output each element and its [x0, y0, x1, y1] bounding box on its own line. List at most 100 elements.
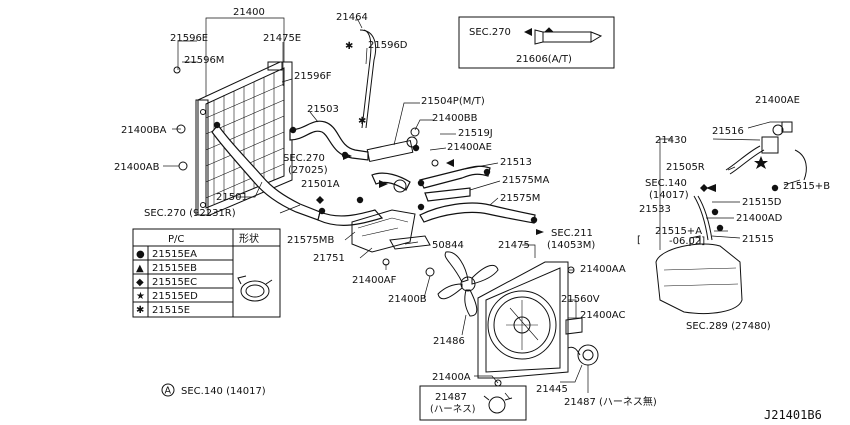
harness-box	[419, 385, 527, 421]
label-21445: 21445	[536, 384, 568, 395]
label-21515B: 21515+B	[783, 181, 830, 192]
table-row-symbol: ◆	[136, 277, 144, 288]
label-21515: 21515	[742, 234, 774, 245]
circle-a-letter: A	[165, 386, 172, 397]
hose-21575MA-lower	[424, 187, 471, 202]
hose-21575MB	[317, 209, 384, 226]
label-21515D: 21515D	[742, 197, 782, 208]
label-21400AA: 21400AA	[580, 264, 626, 275]
svg-text:✱: ✱	[345, 41, 353, 52]
water-outlet-21504P	[366, 136, 418, 163]
label-21400AE-mid: 21400AE	[447, 142, 492, 153]
table-row-symbol: ★	[136, 291, 145, 302]
table-header-pc: P/C	[168, 234, 184, 245]
fan-shroud-21475	[477, 261, 569, 379]
label-21516: 21516	[712, 126, 744, 137]
label-sec270-92231R: SEC.270 (92231R)	[144, 208, 236, 219]
inset-box-sec270	[458, 16, 615, 69]
label-sec289: SEC.289 (27480)	[686, 321, 771, 332]
label-sec140-note: SEC.140 (14017)	[181, 386, 266, 397]
label-21575MB: 21575MB	[287, 235, 334, 246]
reservoir-tank-21430	[655, 235, 743, 314]
label-21501: 21501	[216, 192, 248, 203]
label-21400AE-right: 21400AE	[755, 95, 800, 106]
label-21519J: 21519J	[458, 128, 493, 139]
label-21464: 21464	[336, 12, 368, 23]
label-21596M: 21596M	[184, 55, 224, 66]
direction-arrows	[343, 152, 716, 235]
cap-21430	[761, 121, 793, 154]
table-row-symbol: ✱	[136, 305, 144, 316]
label-sec211-b: (14053M)	[547, 240, 595, 251]
label-50844: 50844	[432, 240, 464, 251]
leader-lines	[163, 17, 801, 400]
fan-motor-21487	[567, 344, 599, 366]
pipe-21513	[419, 165, 491, 189]
label-21575MA: 21575MA	[502, 175, 549, 186]
label-21400AC: 21400AC	[580, 310, 625, 321]
table-header-shape: 形状	[239, 232, 259, 245]
label-21400AD: 21400AD	[736, 213, 783, 224]
label-21751: 21751	[313, 253, 345, 264]
bracket-21751	[351, 209, 416, 253]
label-sec270-inset: SEC.270	[469, 27, 511, 38]
label-21504P: 21504P(M/T)	[421, 96, 485, 107]
label-21515A: 21515+A	[655, 226, 702, 237]
label-21400: 21400	[233, 7, 265, 18]
label-sec140-right-b: (14017)	[649, 190, 689, 201]
circle-a-marker-diagram	[393, 179, 407, 193]
label-21487-harness-sub: (ハーネス)	[430, 404, 475, 415]
label-21505R: 21505R	[666, 162, 705, 173]
label-21596F: 21596F	[294, 71, 332, 82]
label-21400AF: 21400AF	[352, 275, 397, 286]
gasket-50844	[389, 235, 431, 250]
diagram-code: J21401B6	[764, 408, 822, 422]
hose-21575M	[419, 202, 536, 224]
harness-connector-icon	[483, 395, 513, 414]
asterisk-markers: ✱ ✱	[345, 41, 366, 127]
table-row-symbol: ▲	[136, 263, 144, 274]
legend-table-text: P/C 形状 ● 21515EA ▲ 21515EB ◆ 21515EC ★ 2…	[136, 232, 259, 316]
label-21400BB: 21400BB	[432, 113, 478, 124]
label-21560V: 21560V	[561, 294, 600, 305]
arrow-sec270	[524, 28, 532, 36]
label-21503: 21503	[307, 104, 339, 115]
table-row-code: 21515ED	[152, 291, 198, 302]
hose-21505R	[725, 145, 761, 171]
label-21475: 21475	[498, 240, 530, 251]
label-21400A: 21400A	[432, 372, 471, 383]
label-21596E: 21596E	[170, 33, 208, 44]
label-sec140-right-a: SEC.140	[645, 178, 687, 189]
legend-table	[132, 228, 281, 318]
label-21515A-date: -06.02]	[669, 236, 705, 247]
label-21501A: 21501A	[301, 179, 340, 190]
label-sec270-27025-b: (27025)	[288, 165, 328, 176]
label-21606: 21606(A/T)	[516, 54, 572, 65]
label-21487-no-harness: 21487 (ハーネス無)	[564, 395, 657, 408]
bracket-21560V	[565, 317, 583, 335]
circle-a-note: A	[161, 383, 175, 397]
label-21513: 21513	[500, 157, 532, 168]
clamp-shape-icon	[237, 275, 273, 302]
overflow-hose-21515	[693, 195, 709, 241]
labels: 21400 21464 21596E 21596M 21475E 21596D …	[114, 7, 830, 422]
table-row-code: 21515EA	[152, 249, 197, 260]
clamp-markers	[213, 27, 779, 232]
label-21400BA: 21400BA	[121, 125, 167, 136]
table-row-code: 21515EB	[152, 263, 197, 274]
label-21487-harness: 21487	[435, 392, 467, 403]
table-row-code: 21515EC	[152, 277, 197, 288]
table-row-symbol: ●	[136, 249, 145, 260]
label-21400AB: 21400AB	[114, 162, 160, 173]
label-21533: 21533	[639, 204, 671, 215]
label-21575M: 21575M	[500, 193, 540, 204]
fan-blade-21486	[437, 251, 499, 317]
label-21430: 21430	[655, 135, 687, 146]
svg-text:✱: ✱	[358, 116, 366, 127]
hose-21515B	[794, 149, 807, 181]
label-21400B: 21400B	[388, 294, 427, 305]
label-sec270-27025-a: SEC.270	[283, 153, 325, 164]
label-21486: 21486	[433, 336, 465, 347]
label-bracket-open: [	[637, 235, 641, 246]
